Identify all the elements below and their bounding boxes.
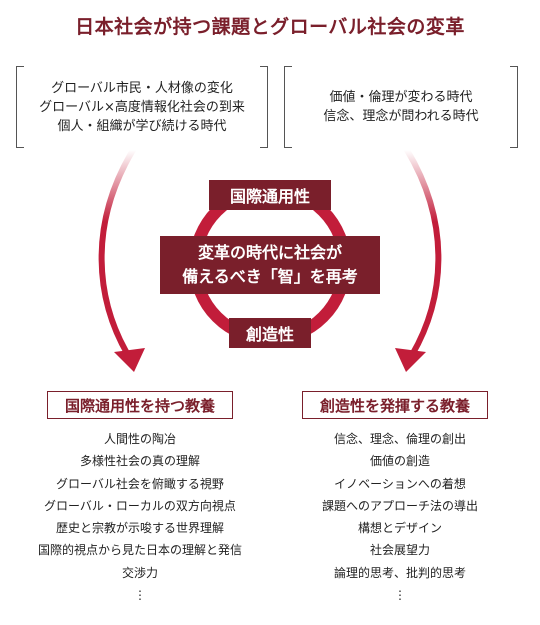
central-message: 変革の時代に社会が 備えるべき「智」を再考	[160, 236, 380, 294]
list-item: 論理的思考、批判的思考	[333, 565, 466, 580]
list-item: 人間性の陶冶	[103, 432, 176, 446]
bracket-right	[510, 66, 518, 148]
list-item: 交渉力	[121, 565, 158, 580]
list-item: 歴史と宗教が示唆する世界理解	[55, 521, 224, 536]
issue-line: 個人・組織が学び続ける時代	[57, 118, 227, 134]
list-item: 課題へのアプローチ法の導出	[321, 498, 478, 513]
issue-line: 価値・倫理が変わる時代	[329, 90, 473, 105]
right-curved-arrow	[404, 147, 442, 358]
list-item: 社会展望力	[369, 543, 430, 558]
issue-line: グローバル×高度情報化社会の到来	[39, 99, 245, 115]
bracket-left	[284, 66, 292, 148]
issue-line: グローバル市民・人材像の変化	[51, 80, 233, 96]
list-item: 国際的視点から見た日本の理解と発信	[37, 543, 242, 558]
list-item: 構想とデザイン	[357, 521, 442, 536]
diagram-title: 日本社会が持つ課題とグローバル社会の変革	[75, 16, 465, 38]
creative-education-list: 信念、理念、倫理の創出 価値の創造 イノベーションへの着想 課題へのアプローチ法…	[270, 428, 530, 606]
ellipsis: ⋮	[134, 588, 146, 603]
bracket-right	[260, 66, 268, 148]
list-item: 価値の創造	[369, 454, 430, 469]
central-message-line: 備えるべき「智」を再考	[182, 267, 358, 286]
list-item: 信念、理念、倫理の創出	[333, 432, 466, 446]
list-item: イノベーションへの着想	[334, 476, 466, 491]
central-message-line: 変革の時代に社会が	[197, 243, 342, 262]
international-education-list: 人間性の陶冶 多様性社会の真の理解 グローバル社会を俯瞰する視野 グローバル・ロ…	[10, 428, 270, 606]
list-item: 多様性社会の真の理解	[79, 454, 200, 469]
heading-international-education: 国際通用性を持つ教養	[47, 391, 233, 419]
issues-box-right: 価値・倫理が変わる時代 信念、理念が問われる時代	[284, 66, 518, 148]
left-arrow-head	[114, 348, 145, 372]
list-item: グローバル社会を俯瞰する視野	[56, 476, 224, 491]
right-arrow-head	[395, 348, 426, 372]
heading-creative-education: 創造性を発揮する教養	[302, 391, 488, 419]
label-international: 国際通用性	[209, 180, 331, 210]
label-creativity: 創造性	[229, 318, 311, 348]
ellipsis: ⋮	[394, 588, 406, 603]
issues-box-left: グローバル市民・人材像の変化 グローバル×高度情報化社会の到来 個人・組織が学び…	[16, 66, 268, 148]
left-curved-arrow	[98, 147, 136, 358]
list-item: グローバル・ローカルの双方向視点	[44, 498, 236, 513]
bracket-left	[16, 66, 24, 148]
issue-line: 信念、理念が問われる時代	[323, 109, 479, 124]
